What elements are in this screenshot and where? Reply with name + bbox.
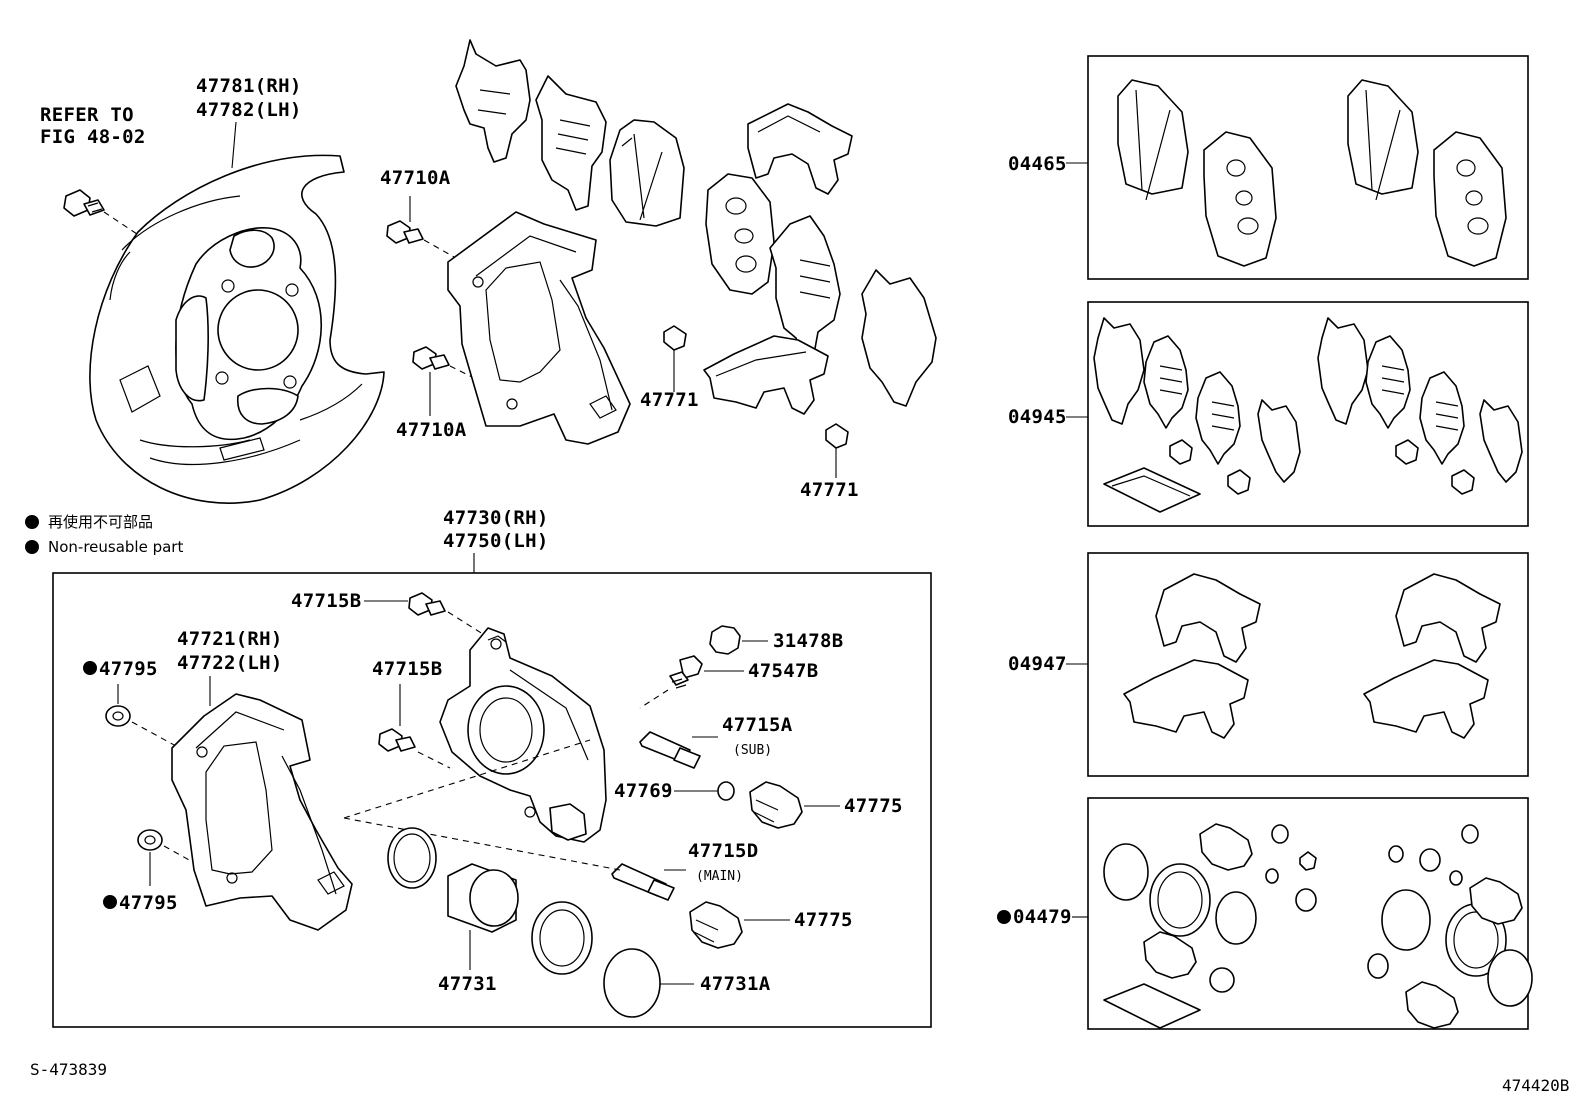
bolt-47710a-bottom xyxy=(412,346,450,370)
kit-04945-box xyxy=(1087,301,1529,527)
label-mounting-lh[interactable]: 47722(LH) xyxy=(177,652,283,674)
cap-31478b xyxy=(709,625,741,655)
bolt-47715b-top xyxy=(408,592,446,616)
label-kit-04479[interactable]: 04479 xyxy=(1013,906,1072,928)
bushing-47769 xyxy=(717,781,735,801)
bleeder-plug-47547b xyxy=(669,655,703,689)
slide-pin-47715d xyxy=(611,863,675,901)
refer-line-1[interactable]: REFER TO xyxy=(40,104,134,126)
piston-seal-47731a xyxy=(603,948,661,1018)
label-dust-cover-lh[interactable]: 47782(LH) xyxy=(196,99,302,121)
label-slide-pin-47715d-note[interactable]: (MAIN) xyxy=(696,869,743,884)
legend-dot-1 xyxy=(25,515,39,529)
legend: 再使用不可部品 Non-reusable part xyxy=(25,513,183,556)
anti-squeal-shim-inner-2 xyxy=(769,215,841,359)
kit-04465-parts xyxy=(1117,79,1507,267)
label-piston-seal-47731a[interactable]: 47731A xyxy=(700,973,771,995)
refer-note: REFER TO FIG 48-02 xyxy=(40,104,146,148)
dust-cover-bolt xyxy=(63,189,105,217)
piston-47731 xyxy=(447,863,519,933)
clip-47771-upper xyxy=(663,325,687,351)
label-slide-pin-47715a[interactable]: 47715A xyxy=(722,714,793,736)
bolt-47710a-top xyxy=(386,220,424,244)
label-mounting-rh[interactable]: 47721(RH) xyxy=(177,628,283,650)
clip-47771-lower xyxy=(825,423,849,449)
label-cap-31478b[interactable]: 31478B xyxy=(773,630,843,652)
legend-dot-2 xyxy=(25,540,39,554)
caliper-assy-box xyxy=(52,572,932,1028)
legend-en[interactable]: Non-reusable part xyxy=(48,538,183,556)
brake-pad-outer xyxy=(609,119,685,227)
kit-04479-parts xyxy=(1103,823,1533,1029)
label-piston-47731[interactable]: 47731 xyxy=(438,973,497,995)
piston-boot-ring xyxy=(531,901,593,975)
label-slide-pin-47715a-note[interactable]: (SUB) xyxy=(733,743,772,758)
label-caliper-rh[interactable]: 47730(RH) xyxy=(443,507,549,529)
label-dust-cover-rh[interactable]: 47781(RH) xyxy=(196,75,302,97)
footer-diagram-code-left[interactable]: S-473839 xyxy=(30,1060,107,1079)
cylinder-boot-47775-upper xyxy=(749,781,803,829)
label-kit-04465[interactable]: 04465 xyxy=(1008,153,1067,175)
slide-pin-47715a xyxy=(639,731,701,769)
label-bleeder-47547b[interactable]: 47547B xyxy=(748,660,818,682)
label-caliper-lh[interactable]: 47750(LH) xyxy=(443,530,549,552)
brake-pad-inner xyxy=(705,173,775,295)
bolt-47715b-mid xyxy=(378,728,416,752)
label-washer-47795-top[interactable]: 47795 xyxy=(99,658,158,680)
label-boot-47775-lower[interactable]: 47775 xyxy=(794,909,853,931)
kit-04945-parts xyxy=(1093,317,1523,513)
piston-seal-ring xyxy=(387,827,437,889)
kit-04947-box xyxy=(1087,552,1529,777)
washer-47795-top xyxy=(105,705,131,727)
dust-cover xyxy=(89,154,385,504)
label-kit-04947[interactable]: 04947 xyxy=(1008,653,1067,675)
label-bolt-47710a-bottom[interactable]: 47710A xyxy=(396,419,467,441)
non-reusable-dot-washer-top xyxy=(83,661,97,675)
legend-jp[interactable]: 再使用不可部品 xyxy=(48,513,153,531)
caliper-mounting-upper xyxy=(447,211,631,445)
pad-support-plate-lower xyxy=(703,335,829,415)
pad-support-plate-upper xyxy=(747,103,853,195)
anti-squeal-shim-outer-2 xyxy=(861,269,937,407)
label-washer-47795-bottom[interactable]: 47795 xyxy=(119,892,178,914)
refer-line-2[interactable]: FIG 48-02 xyxy=(40,126,146,148)
non-reusable-dot-washer-bottom xyxy=(103,895,117,909)
kit-04479-box xyxy=(1087,797,1529,1030)
label-clip-47771-upper[interactable]: 47771 xyxy=(640,389,699,411)
label-bolt-47715b-mid[interactable]: 47715B xyxy=(372,658,442,680)
label-bushing-47769[interactable]: 47769 xyxy=(614,780,673,802)
anti-squeal-shim-inner-1 xyxy=(535,75,607,211)
kit-04947-parts xyxy=(1123,573,1501,739)
caliper-mounting-lower xyxy=(171,693,353,931)
label-kit-04945[interactable]: 04945 xyxy=(1008,406,1067,428)
label-bolt-47710a-top[interactable]: 47710A xyxy=(380,167,451,189)
cylinder-boot-47775-lower xyxy=(689,901,743,949)
label-slide-pin-47715d[interactable]: 47715D xyxy=(688,840,758,862)
washer-47795-bottom xyxy=(137,829,163,851)
non-reusable-dot-kit-04479 xyxy=(997,910,1011,924)
caliper-body xyxy=(439,627,607,843)
kit-04465-box xyxy=(1087,55,1529,280)
label-clip-47771-lower[interactable]: 47771 xyxy=(800,479,859,501)
footer-diagram-code-right[interactable]: 474420B xyxy=(1502,1076,1569,1095)
label-bolt-47715b-top[interactable]: 47715B xyxy=(291,590,361,612)
label-boot-47775-upper[interactable]: 47775 xyxy=(844,795,903,817)
anti-squeal-shim-outer-1 xyxy=(455,39,531,163)
